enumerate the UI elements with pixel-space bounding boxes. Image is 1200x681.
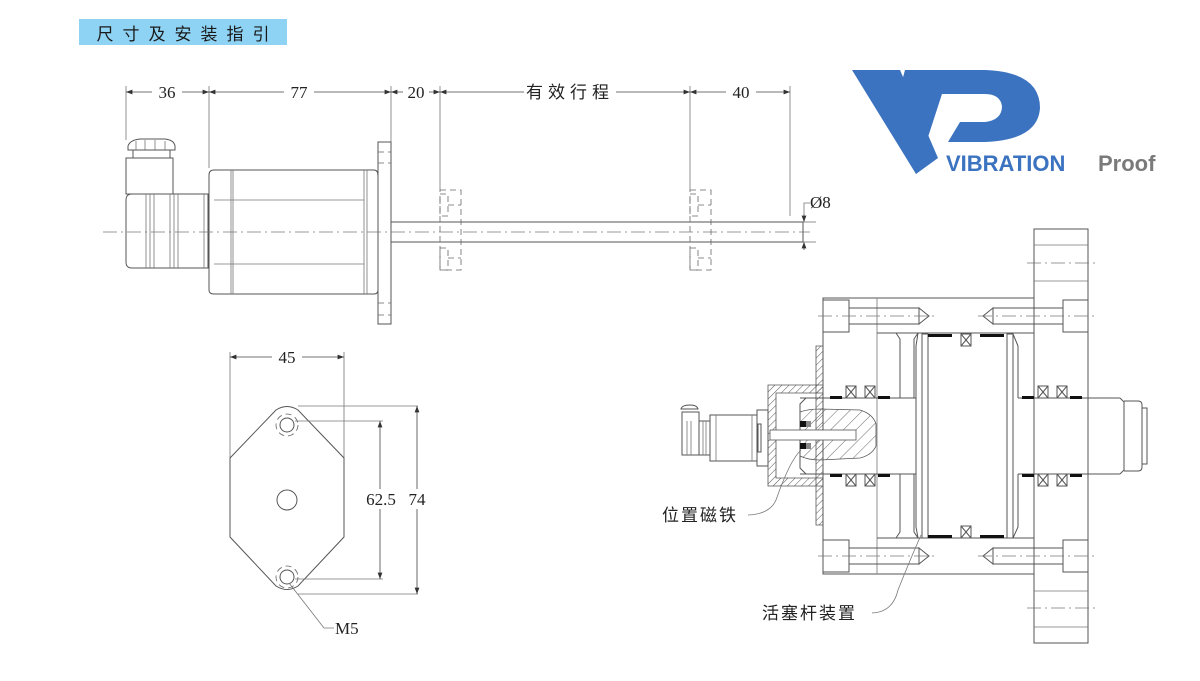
dim-effective-stroke: 有效行程 [526, 83, 614, 103]
dim-connector-length: 36 [159, 83, 176, 102]
magnet-ring-start [439, 189, 462, 271]
dim-tail-length: 40 [733, 83, 750, 102]
dim-body-length: 77 [291, 83, 309, 102]
logo-p-mark [892, 70, 1040, 174]
dim-rod-diameter: Ø8 [810, 193, 831, 212]
dim-hole-spacing: 62.5 [366, 490, 396, 509]
logo-brand-word: VIBRATION [946, 151, 1065, 176]
thread-label: M5 [335, 619, 359, 638]
dim-flange-gap: 20 [408, 83, 425, 102]
magnet-label: 位置磁铁 [662, 506, 738, 526]
logo-brand-suffix: Proof [1098, 151, 1156, 176]
section-title: 尺寸及安装指引 [79, 19, 287, 45]
flange-view: 45 62.5 74 M5 [229, 347, 430, 638]
side-view: 36 77 20 有效行程 40 [103, 82, 831, 325]
dim-flange-width: 45 [279, 348, 296, 367]
section-title-text: 尺寸及安装指引 [96, 24, 279, 45]
dim-flange-height: 74 [409, 490, 427, 509]
piston-rod-label: 活塞杆装置 [762, 604, 857, 624]
vibration-proof-logo: VIBRATION Proof [852, 70, 1156, 176]
magnet-ring-end [689, 189, 712, 271]
section-view: 位置磁铁 活塞杆装置 [662, 228, 1148, 644]
